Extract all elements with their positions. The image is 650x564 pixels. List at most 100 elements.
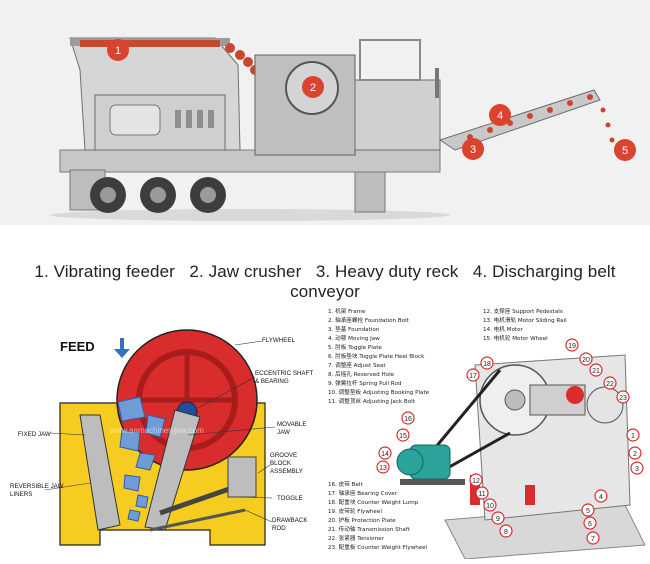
svg-text:4: 4 [599, 494, 603, 501]
caption: 1. Vibrating feeder 2. Jaw crusher 3. He… [0, 262, 650, 301]
wheels [90, 177, 226, 213]
legend-item: 22. 张紧器 Tensioner [328, 536, 384, 542]
callout-1: 1 [626, 428, 640, 442]
svg-text:19: 19 [568, 343, 576, 350]
marker-1: 1 [107, 39, 129, 61]
engine-block [354, 79, 441, 151]
label-eccentric-2: & BEARING [255, 378, 289, 385]
legend-item: 2. 轴承座螺栓 Foundation Bolt [328, 318, 409, 324]
svg-text:10: 10 [486, 503, 494, 510]
legend-item: 8. 后摇孔 Reserved Hole [328, 372, 395, 378]
caption-item-2: 2. Jaw crusher [189, 262, 302, 281]
marker-1-label: 1 [115, 45, 121, 57]
groove-block [227, 456, 257, 498]
jaw-crusher-cross-section: FEED www.aamachineryjaw.com FLYWHEEL ECC… [0, 305, 325, 559]
callout-19: 19 [565, 338, 579, 352]
svg-text:14: 14 [381, 451, 389, 458]
label-drawback-1: DRAWBACK [272, 517, 308, 524]
svg-text:17: 17 [469, 373, 477, 380]
label-groove-2: BLOCK [270, 460, 292, 467]
motor-wheel [396, 448, 424, 476]
legend-item: 21. 传动轴 Transmission Shaft [328, 527, 410, 533]
feeder-panel [109, 104, 161, 136]
callout-12: 12 [469, 473, 483, 487]
legend-item: 9. 弹簧拉杆 Spring Pull Rod [328, 381, 402, 387]
label-reversible-1: REVERSIBLE JAW [10, 483, 64, 490]
rock-chunks [117, 396, 166, 522]
chassis [59, 149, 441, 173]
svg-text:1: 1 [631, 433, 635, 440]
svg-text:3: 3 [635, 466, 639, 473]
marker-4: 4 [489, 104, 511, 126]
svg-text:20: 20 [582, 357, 590, 364]
svg-text:21: 21 [592, 368, 600, 375]
callout-21: 21 [589, 363, 603, 377]
legend-item: 10. 调整垫板 Adjusting Booking Plate [328, 390, 430, 396]
pe-crusher-structure: 1 2 3 4 5 6 7 8 9 10 11 12 13 14 15 16 1… [325, 305, 650, 559]
legend-item: 20. 护板 Protection Plate [328, 518, 396, 524]
exhaust-pipe [435, 68, 439, 98]
callout-20: 20 [579, 352, 593, 366]
callout-6: 6 [583, 516, 597, 530]
legend-item: 18. 配重块 Counter Weight Lump [328, 500, 419, 506]
svg-text:11: 11 [478, 491, 485, 498]
legend-left: 1. 机架 Frame 2. 轴承座螺栓 Foundation Bolt 3. … [328, 308, 429, 407]
ground-shadow [50, 209, 450, 221]
discharge-conveyor [438, 89, 601, 151]
svg-text:6: 6 [588, 521, 592, 528]
callout-22: 22 [603, 376, 617, 390]
legend-item: 15. 电机轮 Motor Wheel [483, 336, 548, 342]
svg-text:18: 18 [483, 361, 491, 368]
support-pedestal-2 [525, 485, 535, 505]
marker-3-label: 3 [470, 144, 476, 156]
label-movable-1: MOVABLE [277, 421, 306, 428]
callout-4: 4 [594, 489, 608, 503]
toggle-plate [159, 484, 236, 516]
legend-item: 6. 肘板垫块 Toggle Plate Heel Block [328, 354, 425, 360]
watermark: www.aamachineryjaw.com [109, 426, 204, 435]
callout-11: 11 [475, 486, 489, 500]
callout-10: 10 [483, 498, 497, 512]
feed-label: FEED [60, 339, 95, 354]
mobile-crusher-drawing: 1 2 3 4 5 [50, 37, 636, 221]
svg-text:16: 16 [404, 416, 412, 423]
feed-arrow-icon [114, 338, 130, 358]
jaw-labels: FLYWHEEL ECCENTRIC SHAFT & BEARING MOVAB… [10, 337, 313, 532]
callout-13: 13 [376, 460, 390, 474]
jaw-section-drawing: FEED www.aamachineryjaw.com FLYWHEEL ECC… [10, 329, 313, 546]
pe-crusher-drawing: 1 2 3 4 5 6 7 8 9 10 11 12 13 14 15 16 1… [376, 338, 646, 559]
svg-text:5: 5 [586, 508, 590, 515]
movable-jaw [144, 409, 201, 531]
callout-15: 15 [396, 428, 410, 442]
label-reversible-2: LINERS [10, 491, 32, 498]
label-toggle: TOGGLE [277, 495, 303, 502]
marker-2: 2 [302, 76, 324, 98]
legend-item: 16. 皮带 Belt [328, 482, 363, 488]
legend-item: 17. 轴承座 Bearing Cover [328, 491, 398, 497]
svg-text:23: 23 [619, 395, 627, 402]
label-fixed-jaw: FIXED JAW [18, 431, 51, 438]
legend-item: 7. 调整座 Adjust Seat [328, 363, 386, 369]
legend-item: 13. 电机滑轨 Motor Sliding Rail [483, 318, 567, 324]
label-drawback-2: ROD [272, 525, 286, 532]
marker-5-label: 5 [622, 145, 628, 157]
caption-item-1: 1. Vibrating feeder [34, 262, 175, 281]
legend-item: 14. 电机 Motor [483, 327, 523, 333]
drawback-rod [149, 508, 246, 532]
svg-text:9: 9 [496, 516, 500, 523]
legend-item: 1. 机架 Frame [328, 309, 366, 315]
feeder-vents [175, 110, 214, 128]
conveyor-ore [467, 94, 615, 143]
label-groove-3: ASSEMBLY [270, 468, 303, 475]
marker-2-label: 2 [310, 82, 316, 94]
caption-item-3: 3. Heavy duty reck [315, 262, 459, 281]
callouts: 1 2 3 4 5 6 7 8 9 10 11 12 13 14 15 16 1… [376, 338, 644, 545]
callout-3: 3 [630, 461, 644, 475]
svg-text:7: 7 [591, 536, 595, 543]
marker-5: 5 [614, 139, 636, 161]
marker-4-label: 4 [497, 110, 503, 122]
leader-lines [44, 340, 276, 523]
legend-right: 12. 支撑座 Support Pedestals 13. 电机滑轨 Motor… [483, 308, 567, 344]
shaft-bearing [566, 386, 584, 404]
motor-rail [400, 479, 465, 485]
